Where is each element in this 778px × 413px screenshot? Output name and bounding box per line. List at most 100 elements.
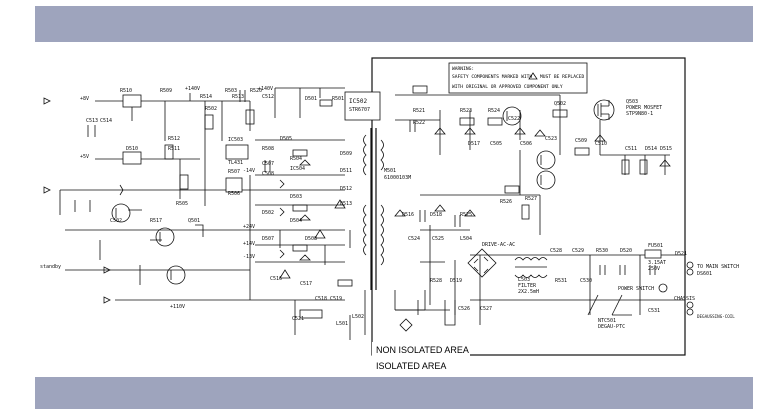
isolated-area-label: ISOLATED AREA [376,361,446,371]
component-ref-label: D510 [126,146,138,152]
component-ref-label: C506 [520,141,532,147]
component-ref-label: R522 [413,120,425,126]
component-ref-label: C511 [625,146,637,152]
component-ref-label: D511 [340,168,352,174]
component-ref-label: C509 [575,138,587,144]
component-ref-label: C524 [408,236,420,242]
component-ref-label: C514 [100,118,112,124]
component-ref-label: C522 [508,116,520,122]
power-switch-label: POWER SWITCH [618,286,654,292]
ic-str6707 [344,91,381,121]
component-ref-label: C528 [550,248,562,254]
component-ref-label: TL431 [228,160,243,166]
component-ref-label: R526 [500,199,512,205]
voltage-plus8v: +8V [80,96,89,102]
mosfet-line2: STP9N80-1 [626,111,653,117]
component-ref-label: C512 [262,94,274,100]
left-wiring [43,87,366,340]
right-wiring [394,85,694,332]
component-ref-label: R506 [228,191,240,197]
component-ref-label: L504 [460,236,472,242]
voltage-plus24v: +24V [243,224,255,230]
warning-line-2: WITH ORIGINAL OR APPROVED COMPONENT ONLY [452,84,563,90]
component-ref-label: R503 [225,88,237,94]
posistor-ref: NTC501 [598,318,616,324]
ic-ref: IC502 [349,98,367,105]
component-ref-label: R509 [160,88,172,94]
component-ref-label: C519 [330,296,342,302]
component-ref-label: R520 [250,88,262,94]
component-ref-label: D504 [290,218,302,224]
component-ref-label: R511 [168,146,180,152]
filter-value: 2X2.5mH [518,289,539,295]
warning-title: WARNING: [452,66,474,72]
component-ref-label: D501 [305,96,317,102]
component-ref-label: R510 [120,88,132,94]
component-ref-label: R523 [460,108,472,114]
component-ref-label: C525 [432,236,444,242]
component-ref-label: D512 [340,186,352,192]
mosfet-ref: Q503 [626,99,638,105]
component-ref-label: D509 [340,151,352,157]
transformer-ref: M501 [384,168,396,174]
component-ref-label: C517 [300,281,312,287]
component-ref-label: D517 [468,141,480,147]
transformer-part: 61000103M [384,175,411,181]
component-ref-label: C526 [458,306,470,312]
component-ref-label: D507 [262,236,274,242]
warning-triangle-icon [528,72,538,80]
bottom-banner [35,377,753,409]
voltage-plus140v: +140V [185,86,200,92]
component-ref-label: R531 [555,278,567,284]
power-mosfet [593,99,615,121]
component-ref-label: D508 [305,236,317,242]
component-ref-label: D503 [290,194,302,200]
degauss-label: DEGAUSSING-COIL [697,314,735,319]
component-ref-label: R527 [525,196,537,202]
component-ref-label: D515 [660,146,672,152]
voltage-plus5v: +5V [80,154,89,160]
component-ref-label: R501 [332,96,344,102]
bridge-label: DRIVE-AC-AC [482,242,515,248]
component-ref-label: C523 [545,136,557,142]
filter-ref: L503 [518,277,530,283]
voltage-plus110v: +110V [170,304,185,310]
component-ref-label: D513 [340,201,352,207]
non-isolated-area-border [371,57,686,356]
warning-line-1: SAFETY COMPONENTS MARKED WITH [452,74,532,80]
component-ref-label: D520 [620,248,632,254]
voltage-plus14v: +14V [243,241,255,247]
main-switch-label-2: DS601 [697,271,712,277]
component-ref-label: R525 [460,212,472,218]
filter-name: FILTER [518,283,537,289]
component-ref-label: C527 [480,306,492,312]
component-ref-label: D521 [675,251,687,257]
component-ref-label: C513 [86,118,98,124]
component-ref-label: R528 [430,278,442,284]
ic-part: STR6707 [349,107,370,113]
posistor-value: DEGAU-PTC [598,324,625,330]
component-ref-label: C505 [490,141,502,147]
component-ref-label: C521 [292,316,304,322]
component-ref-label: D514 [645,146,657,152]
component-ref-label: R512 [168,136,180,142]
main-switch-label-1: TO MAIN SWITCH [697,264,739,270]
component-ref-label: D516 [402,212,414,218]
component-ref-label: R521 [413,108,425,114]
chassis-label: CHASSIS [674,296,695,302]
fuse-value: 3.15AT [648,260,666,266]
component-ref-label: R514 [200,94,212,100]
component-ref-label: IC504 [290,166,305,172]
component-ref-label: C507 [262,161,274,167]
standby-label: standby [40,264,61,270]
component-ref-label: IC503 [228,137,243,143]
voltage-plus140v-b: +140V [258,86,273,92]
component-ref-label: D519 [450,278,462,284]
component-ref-label: R524 [488,108,500,114]
transformer [363,128,384,290]
component-ref-label: C530 [580,278,592,284]
component-ref-label: D502 [262,210,274,216]
warning-box [448,62,588,94]
